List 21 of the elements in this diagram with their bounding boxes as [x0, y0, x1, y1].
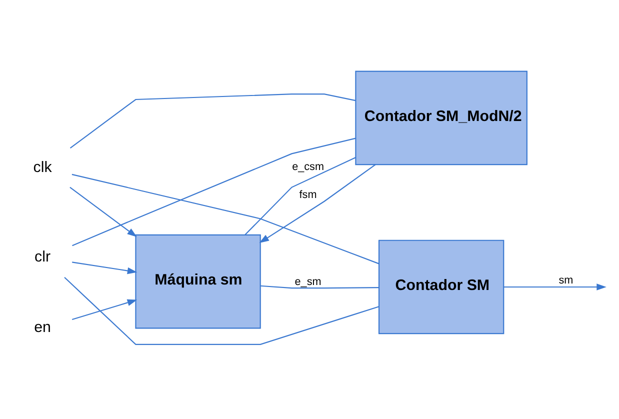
connector: [72, 174, 380, 264]
node-text: clr: [34, 248, 51, 266]
arrow: [70, 186, 137, 238]
connector: [260, 285, 379, 289]
connector: [72, 138, 356, 246]
node-box: Contador SM_ModN/2: [355, 70, 528, 166]
arrow: [72, 262, 138, 274]
node-text: clk: [33, 158, 52, 176]
edge-label: e_csm: [292, 160, 324, 173]
edge-label: e_sm: [294, 276, 322, 288]
arrow: [72, 299, 138, 320]
connector: [244, 156, 356, 236]
arrow: [504, 284, 606, 290]
connector: [70, 94, 356, 148]
node-text: en: [34, 319, 51, 336]
edge-label: sm: [558, 274, 574, 287]
node-box: Contador SM: [378, 240, 504, 334]
edge-label: fsm: [299, 189, 317, 202]
arrow: [259, 164, 376, 244]
node-box: Máquina sm: [135, 234, 261, 329]
connector: [64, 277, 379, 345]
